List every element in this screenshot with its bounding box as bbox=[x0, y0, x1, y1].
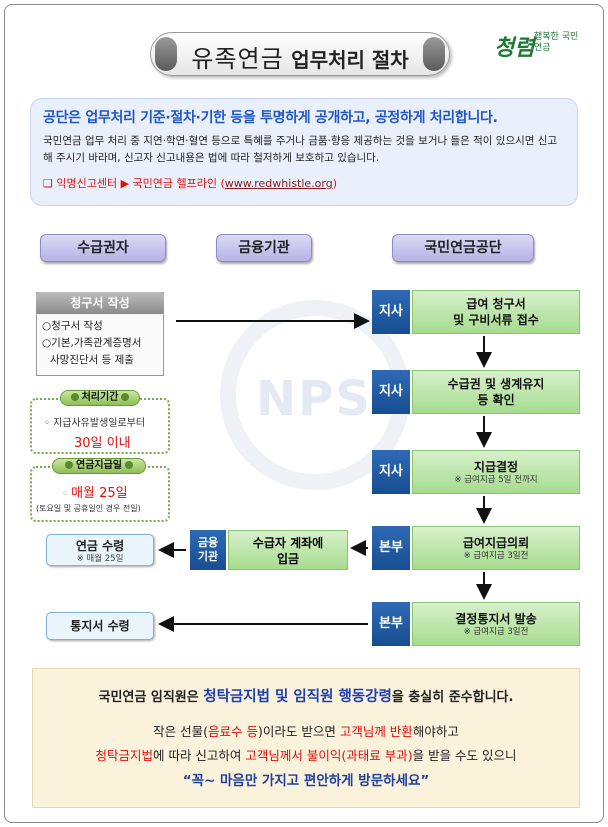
step-tag: 지사 bbox=[372, 290, 410, 334]
step-body: 급여 청구서 및 구비서류 접수 bbox=[412, 290, 580, 334]
page-title: 유족연금 업무처리 절차 bbox=[185, 39, 415, 74]
notice-body: 국민연금 업무 처리 중 지연·학연·혈연 등으로 특혜를 주거나 금품·향응 … bbox=[43, 135, 558, 164]
payday-value: ◦ 매월 25일 bbox=[62, 486, 128, 501]
integrity-logo: 청렴 행복한 국민연금 bbox=[494, 30, 578, 62]
step-claim-receipt: 지사 급여 청구서 및 구비서류 접수 bbox=[372, 290, 582, 334]
column-header-recipient: 수급권자 bbox=[40, 234, 166, 262]
claim-title: 청구서 작성 bbox=[36, 292, 164, 314]
pension-receive-title: 연금 수령 bbox=[75, 539, 125, 553]
notice-receive-title: 통지서 수령 bbox=[70, 619, 130, 633]
step-payment-request: 본부 급여지급의뢰 ※ 급여지급 3일전 bbox=[372, 526, 582, 570]
bullet-icon bbox=[65, 461, 73, 469]
step-tag: 지사 bbox=[372, 370, 410, 414]
title-cap-left bbox=[155, 37, 177, 71]
step-tag: 본부 bbox=[372, 526, 410, 570]
step-body: 급여지급의뢰 ※ 급여지급 3일전 bbox=[412, 526, 580, 570]
logo-main: 청렴 bbox=[494, 35, 535, 61]
hotline-prefix: ❑ 익명신고센터 ▶ 국민연금 헬프라인 ( bbox=[43, 177, 225, 190]
integrity-pledge-box: 국민연금 임직원은 청탁금지법 및 임직원 행동강령을 충실히 준수합니다. 작… bbox=[32, 668, 580, 808]
step-body: 결정통지서 발송 ※ 급여지급 3일전 bbox=[412, 602, 580, 646]
title-part2: 업무처리 절차 bbox=[291, 48, 409, 72]
hotline-suffix: ) bbox=[332, 177, 338, 190]
pledge-line2: 작은 선물(음료수 등)이라도 받으면 고객님께 반환해야하고 bbox=[153, 724, 459, 739]
payday-note: (토요일 및 공휴일인 경우 전일) bbox=[36, 504, 141, 513]
step-tag: 본부 bbox=[372, 602, 410, 646]
bullet-icon bbox=[121, 393, 130, 401]
step-payment-decision: 지사 지급결정 ※ 급여지급 5일 전까지 bbox=[372, 450, 582, 494]
notice-receive-box: 통지서 수령 bbox=[46, 612, 154, 640]
claim-item: ○청구서 작성 bbox=[42, 320, 103, 332]
step-eligibility-check: 지사 수급권 및 생계유지 등 확인 bbox=[372, 370, 582, 414]
column-header-nps: 국민연금공단 bbox=[392, 234, 534, 262]
processing-period-badge: 처리기간 bbox=[60, 390, 140, 406]
pledge-line3: 청탁금지법에 따라 신고하여 고객님께서 불이익(과태료 부과)을 받을 수도 … bbox=[95, 748, 517, 763]
pledge-line1: 국민연금 임직원은 청탁금지법 및 임직원 행동강령을 충실히 준수합니다. bbox=[98, 689, 514, 705]
column-header-bank: 금융기관 bbox=[216, 234, 312, 262]
step-notice-dispatch: 본부 결정통지서 발송 ※ 급여지급 3일전 bbox=[372, 602, 582, 646]
claim-list: ○청구서 작성 ○기본,가족관계증명서 사망진단서 등 제출 bbox=[42, 318, 164, 369]
hotline-link[interactable]: www.redwhistle.org bbox=[224, 177, 333, 190]
step-body: 수급권 및 생계유지 등 확인 bbox=[412, 370, 580, 414]
payday-badge: 연금지급일 bbox=[52, 458, 146, 474]
step-tag: 지사 bbox=[372, 450, 410, 494]
pension-receive-box: 연금 수령 ※ 매월 25일 bbox=[46, 534, 154, 566]
processing-desc: ◦ 지급사유발생일로부터 bbox=[44, 418, 146, 429]
bank-deposit-step: 금융 기관 수급자 계좌에 입금 bbox=[190, 530, 348, 570]
hotline: ❑ 익명신고센터 ▶ 국민연금 헬프라인 (www.redwhistle.org… bbox=[43, 175, 565, 191]
bank-step-body: 수급자 계좌에 입금 bbox=[228, 530, 348, 570]
bullet-icon bbox=[125, 461, 133, 469]
notice-box: 공단은 업무처리 기준·절차·기한 등을 투명하게 공개하고, 공정하게 처리합… bbox=[30, 98, 578, 206]
logo-sub: 행복한 국민연금 bbox=[534, 32, 579, 53]
title-cap-right bbox=[423, 37, 445, 71]
claim-item: ○기본,가족관계증명서 bbox=[42, 337, 142, 349]
pension-receive-sub: ※ 매월 25일 bbox=[76, 554, 124, 564]
claim-item: 사망진단서 등 제출 bbox=[50, 354, 134, 366]
payday-box bbox=[30, 466, 170, 522]
notice-headline: 공단은 업무처리 기준·절차·기한 등을 투명하게 공개하고, 공정하게 처리합… bbox=[43, 110, 498, 126]
bank-tag: 금융 기관 bbox=[190, 530, 226, 570]
pledge-line4: “꼭~ 마음만 가지고 편안하게 방문하세요” bbox=[182, 773, 430, 789]
title-part1: 유족연금 bbox=[191, 45, 284, 73]
bullet-icon bbox=[70, 393, 79, 401]
processing-period-value: 30일 이내 bbox=[74, 436, 131, 451]
step-body: 지급결정 ※ 급여지급 5일 전까지 bbox=[412, 450, 580, 494]
title-banner: 유족연금 업무처리 절차 bbox=[150, 32, 450, 76]
watermark-text: NPS bbox=[256, 371, 372, 427]
